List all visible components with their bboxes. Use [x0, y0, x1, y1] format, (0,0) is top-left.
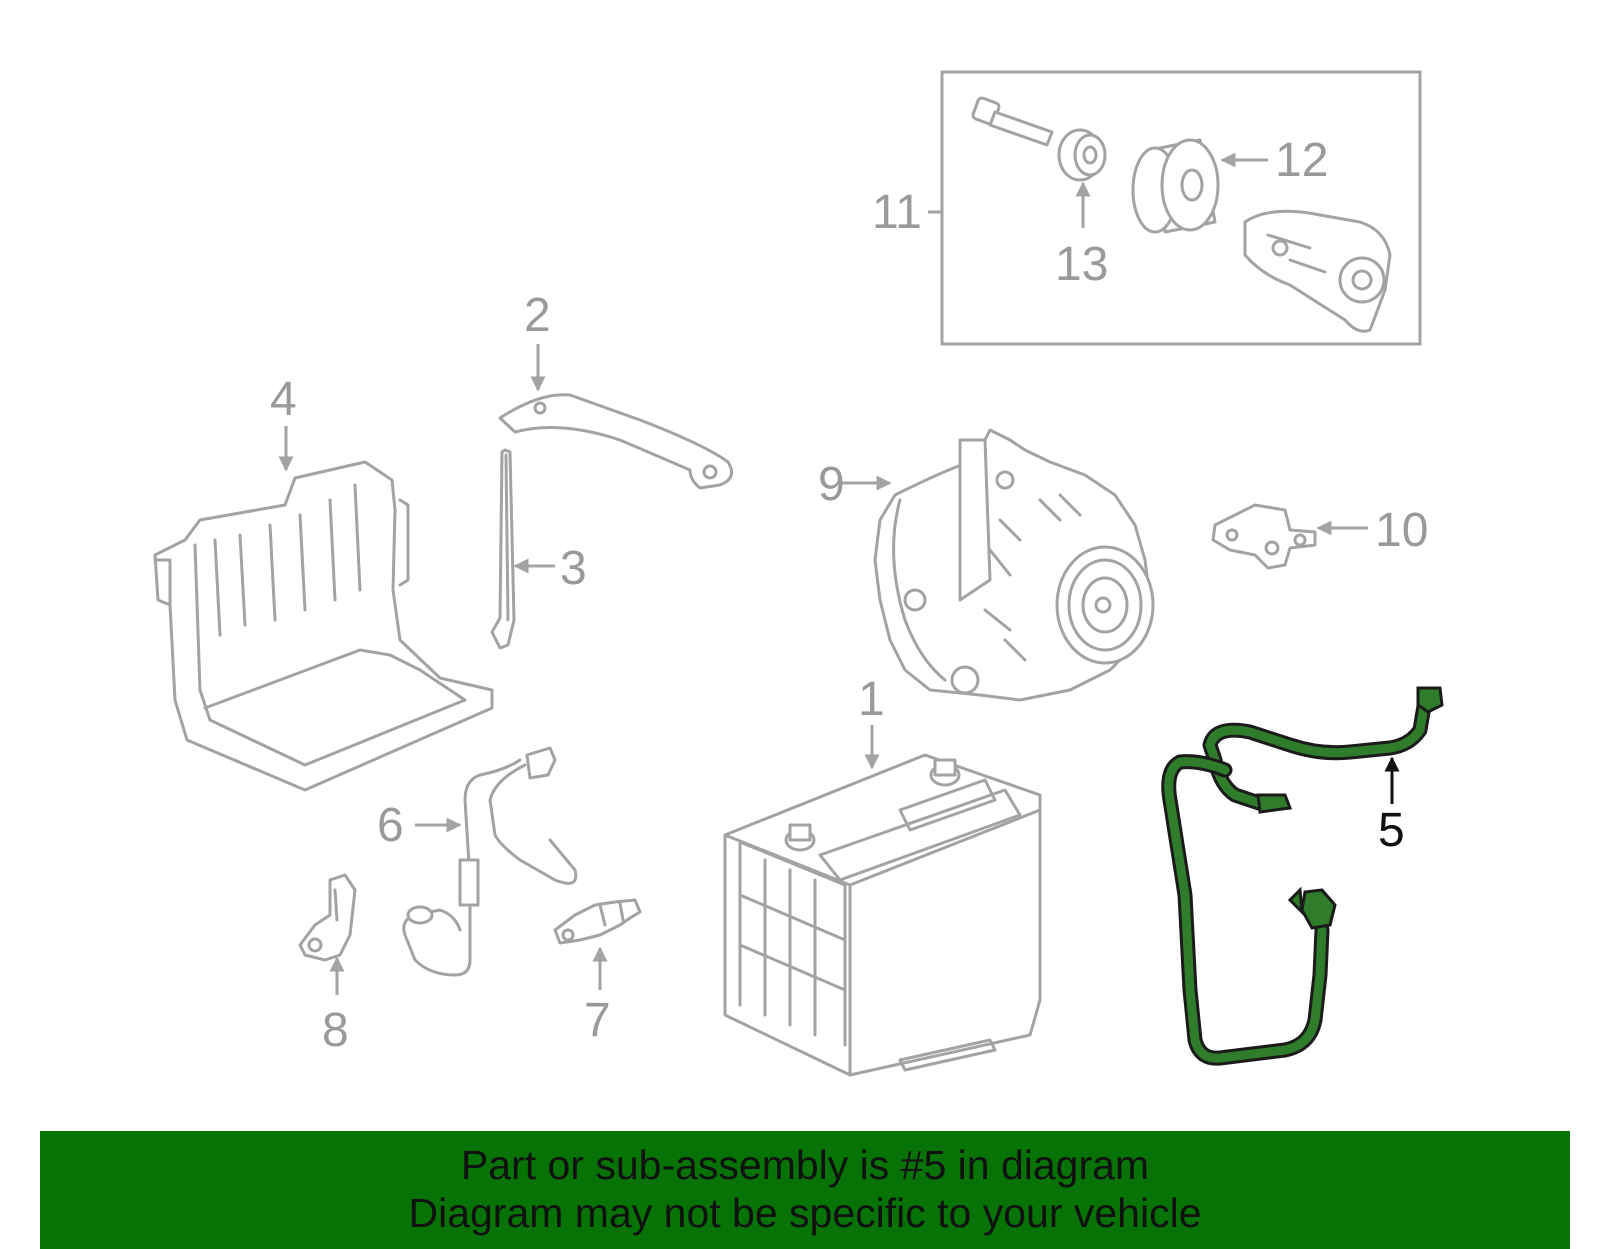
callout-10: 10 [1375, 504, 1428, 557]
callout-8: 8 [322, 1004, 349, 1057]
part-12-pulley [1131, 138, 1220, 234]
part-8-bracket[interactable] [298, 873, 357, 962]
part-2-hold-down-bracket[interactable] [498, 393, 734, 490]
part-7-clip[interactable] [553, 898, 642, 945]
part-6-negative-cable[interactable] [402, 746, 578, 977]
leader-lines [278, 152, 1400, 995]
part-13-washer [1057, 128, 1107, 182]
info-banner: Part or sub-assembly is #5 in diagram Di… [40, 1131, 1570, 1249]
part-9-alternator[interactable] [873, 428, 1155, 702]
callout-12: 12 [1275, 134, 1328, 187]
part-tensioner [1243, 209, 1392, 333]
part-11-tensioner-kit-box[interactable] [940, 70, 1422, 346]
part-10-bracket[interactable] [1211, 503, 1317, 570]
callout-1: 1 [858, 673, 885, 726]
callout-7: 7 [584, 994, 611, 1047]
callout-6: 6 [377, 799, 404, 852]
callout-13: 13 [1055, 238, 1108, 291]
banner-line-part: Part or sub-assembly is #5 in diagram [460, 1142, 1150, 1188]
callout-3: 3 [560, 542, 587, 595]
callout-11: 11 [872, 186, 922, 239]
part-bolt [971, 96, 1054, 147]
part-1-battery[interactable] [723, 753, 1042, 1077]
part-3-hold-down-rod[interactable] [490, 448, 516, 650]
callout-2: 2 [524, 289, 551, 342]
part-4-battery-tray[interactable] [153, 460, 494, 792]
part-5-battery-cable[interactable] [1161, 686, 1444, 1066]
callout-5: 5 [1378, 804, 1405, 857]
callout-labels: 1 2 3 4 5 6 7 8 9 10 11 12 13 [270, 134, 1428, 1057]
callout-4: 4 [270, 373, 297, 426]
banner-line-disclaimer: Diagram may not be specific to your vehi… [408, 1190, 1202, 1236]
callout-9: 9 [818, 458, 845, 511]
